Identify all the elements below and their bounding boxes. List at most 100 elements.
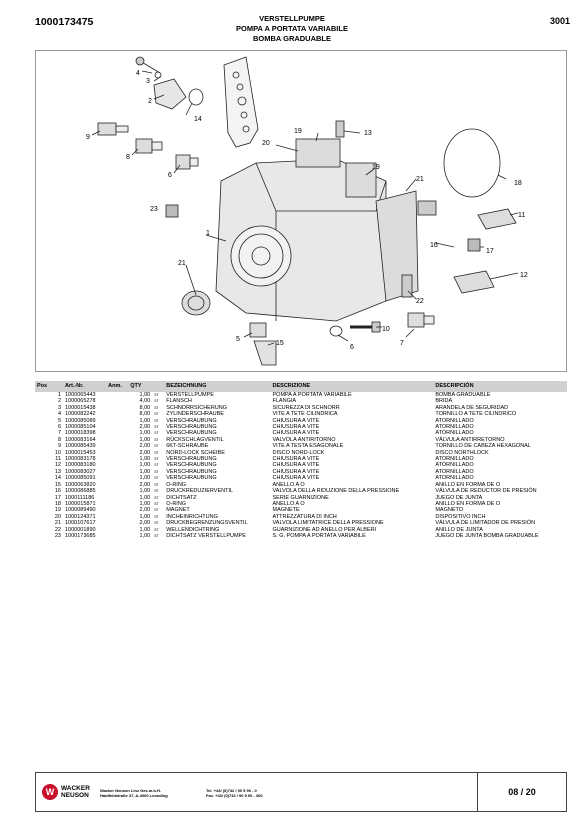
cell-it: CHIUSURA A VITE [272, 456, 320, 463]
cell-it: S. G. POMPA A PORTATA VARIABILE [272, 532, 366, 539]
cell-unit: ST [154, 482, 159, 487]
phone-number: Tel. +43/ (0)732 / 90 5 90 - 0 [206, 788, 257, 793]
group-number: 3001 [549, 16, 570, 26]
cell-pos: 12 [54, 462, 61, 469]
cell-unit: ST [154, 514, 159, 519]
cell-it: VITE A TETE CILINDRICA [272, 411, 338, 418]
cell-unit: ST [154, 495, 159, 500]
cell-it: CHIUSURA A VITE [272, 417, 320, 424]
cell-unit: ST [154, 431, 159, 436]
callout-label: 21 [416, 176, 424, 183]
shaft-seal [181, 290, 211, 316]
cell-de: VERSTELLPUMPE [166, 392, 214, 398]
cell-de: 6KT-SCHRAUBE [166, 443, 209, 450]
callout-label: 3 [146, 78, 150, 85]
cell-art: 1000083164 [65, 436, 96, 443]
cell-qty: 1,00 [139, 436, 151, 443]
cell-pos: 1 [57, 392, 61, 398]
header-descripcion: DESCRIPCIÓN [433, 381, 567, 392]
cell-pos: 19 [54, 507, 61, 514]
cell-it: DISCO NORD-LOCK [272, 449, 325, 456]
cell-art: 1000015871 [65, 500, 96, 507]
callout-label: 6 [168, 172, 172, 179]
cell-pos: 23 [54, 532, 61, 539]
cell-unit: ST [154, 412, 159, 417]
callout-label: 9 [86, 134, 90, 141]
cell-es: DISPOSITIVO INCH [435, 513, 486, 520]
pump-illustration: 4 3 2 14 9 8 6 1 21 23 19 20 13 19 21 18… [86, 56, 528, 366]
cell-de: VERSCHRAUBUNG [166, 430, 217, 437]
cell-unit: ST [154, 521, 159, 526]
flange [153, 78, 187, 110]
cell-pos: 22 [54, 526, 61, 533]
company-name: Wacker Neuson Linz Ges.m.b.H. [100, 788, 161, 793]
cell-it: VALVOLA LIMITATRICE DELLA PRESSIONE [272, 520, 384, 527]
cell-it: SERIE GUARNIZIONE [272, 494, 329, 501]
o-ring-large [443, 128, 501, 198]
cell-es: ANILLO EN FORMA DE O [435, 500, 501, 507]
cell-art: 1000015438 [65, 404, 96, 411]
cell-pos: 10 [54, 449, 61, 456]
cell-it: GUARNIZIONE AD ANELLO PER ALBERI [272, 526, 377, 533]
cell-pos: 6 [57, 424, 61, 431]
cell-de: VERSCHRAUBUNG [166, 468, 217, 475]
cell-it: CHIUSURA A VITE [272, 430, 320, 437]
cell-qty: 2,00 [139, 481, 151, 488]
gasket-plate [223, 56, 259, 148]
cell-pos: 3 [57, 404, 61, 411]
cell-es: JUEGO DE JUNTA BOMBA GRADUABLE [435, 532, 539, 539]
cell-art: 1000085091 [65, 475, 96, 482]
callout-label: 15 [276, 340, 284, 347]
cell-de: INCHEINRICHTUNG [166, 513, 218, 520]
cell-es: ATORNILLADO [435, 468, 474, 475]
cell-de: O-RING [166, 500, 187, 507]
cell-de: RÜCKSCHLAGVENTIL [166, 436, 224, 443]
cell-qty: 1,00 [139, 488, 151, 495]
cell-es: TORNILLO DE CABEZA HEXAGONAL [435, 443, 531, 450]
cell-unit: ST [154, 450, 159, 455]
callout-label: 1 [206, 230, 210, 237]
callout-label: 6 [350, 344, 354, 351]
cell-qty: 4,00 [139, 398, 151, 405]
cell-pos: 2 [57, 398, 61, 405]
cell-pos: 11 [55, 456, 61, 463]
cell-qty: 1,00 [139, 513, 151, 520]
cell-art: 1000124371 [65, 513, 96, 520]
cell-es: BRIDA [435, 398, 453, 405]
cell-unit: ST [154, 469, 159, 474]
cell-unit: ST [154, 508, 159, 513]
cell-unit: ST [154, 489, 159, 494]
cell-qty: 8,00 [139, 404, 151, 411]
title-italian: POMPA A PORTATA VARIABILE [236, 24, 348, 33]
cell-art: 1000001890 [65, 526, 96, 533]
cell-es: VÁLVULA DE REDUCTOR DE PRESIÓN [435, 488, 537, 495]
callout-label: 17 [486, 248, 494, 255]
cell-pos: 4 [57, 411, 61, 418]
callout-label: 4 [136, 70, 140, 77]
company-contact: Tel. +43/ (0)732 / 90 5 90 - 0 Fax. +43/… [206, 788, 263, 798]
callout-label: 20 [262, 140, 270, 147]
cell-es: ANILLO DE JUNTA [435, 526, 483, 533]
cell-art: 1000083178 [65, 456, 96, 463]
cell-unit: ST [154, 393, 159, 397]
cell-unit: ST [154, 405, 159, 410]
cell-de: VERSCHRAUBUNG [166, 417, 217, 424]
cell-unit: ST [154, 425, 159, 430]
cell-qty: 2,00 [139, 424, 151, 431]
cell-es: DISCO NORTHLOCK [435, 449, 489, 456]
document-title: VERSTELLPUMPE POMPA A PORTATA VARIABILE … [0, 14, 584, 44]
callout-label: 8 [126, 154, 130, 161]
cell-it: VITE A TESTA ESAGONALE [272, 443, 344, 450]
cell-it: CHIUSURA A VITE [272, 475, 320, 482]
title-spanish: BOMBA GRADUABLE [252, 34, 332, 43]
cell-pos: 7 [57, 430, 61, 437]
